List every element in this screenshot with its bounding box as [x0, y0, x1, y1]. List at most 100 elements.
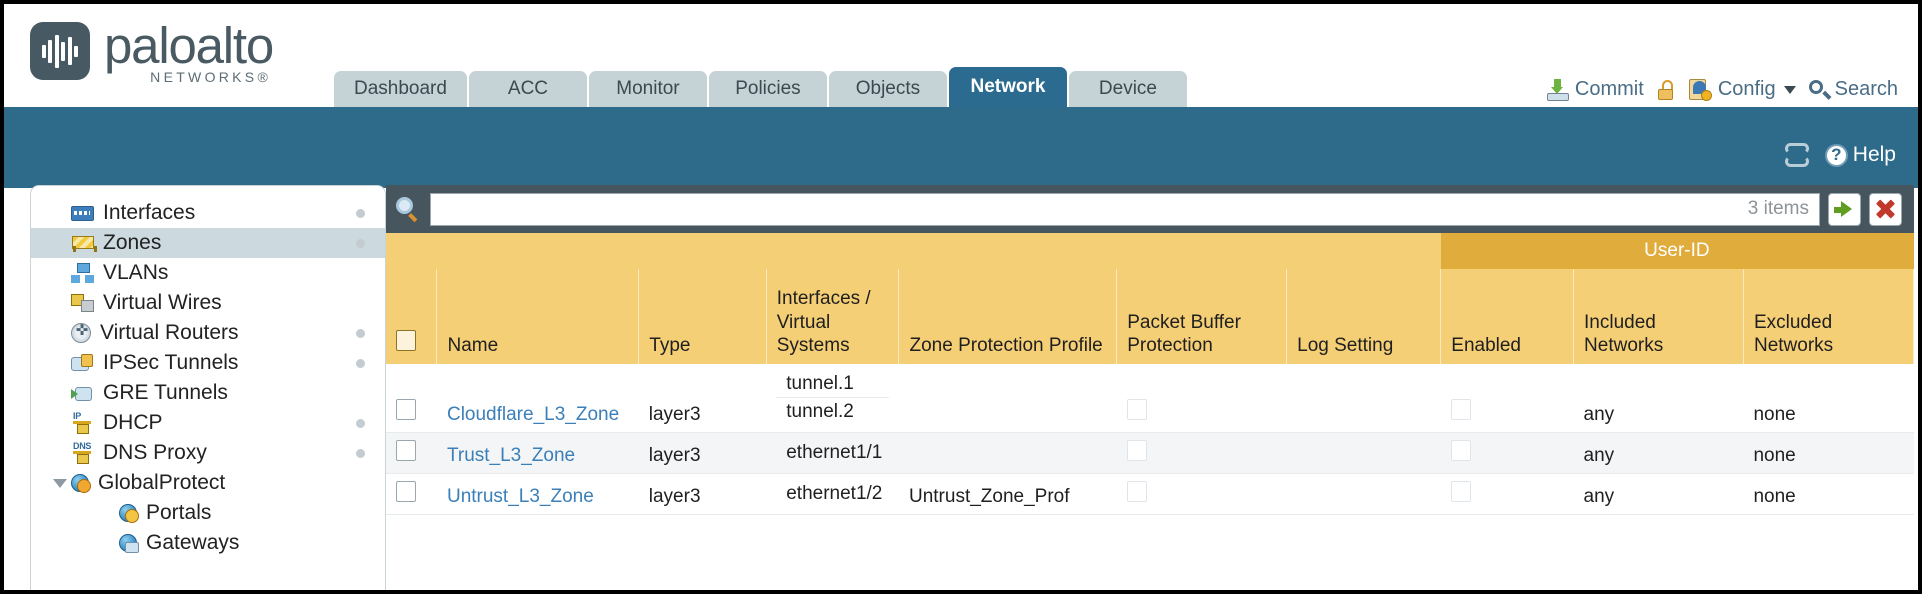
tab-policies[interactable]: Policies	[708, 71, 827, 107]
column-header-included-networks[interactable]: Included Networks	[1573, 269, 1744, 364]
column-header-zone-protection-profile[interactable]: Zone Protection Profile	[898, 269, 1118, 364]
sidebar-item-label: Virtual Routers	[100, 321, 239, 344]
userid-enabled-checkbox[interactable]	[1450, 440, 1471, 461]
packet-buffer-protection-checkbox[interactable]	[1126, 399, 1147, 420]
sidebar-item-virtual-wires[interactable]: Virtual Wires	[31, 288, 385, 318]
status-dot-icon	[356, 209, 365, 218]
packet-buffer-protection-checkbox[interactable]	[1126, 440, 1147, 461]
sidebar-item-globalprotect[interactable]: GlobalProtect	[31, 468, 385, 498]
cell-interfaces: tunnel.1 tunnel.2	[766, 364, 899, 433]
config-menu[interactable]: Config	[1688, 78, 1796, 101]
cell-zone-protection-profile	[898, 432, 1117, 474]
column-header-type[interactable]: Type	[638, 269, 767, 364]
lock-button[interactable]	[1657, 79, 1676, 100]
filter-bar: 3 items	[386, 185, 1914, 233]
top-actions: Commit Config Search	[1546, 78, 1898, 101]
status-dot-icon	[356, 239, 365, 248]
commit-button[interactable]: Commit	[1546, 78, 1644, 101]
cell-log-setting	[1286, 364, 1441, 433]
userid-enabled-checkbox[interactable]	[1450, 481, 1471, 502]
tab-dashboard[interactable]: Dashboard	[334, 71, 467, 107]
group-header-userid: User-ID	[1440, 233, 1914, 269]
clear-filter-button[interactable]	[1869, 192, 1902, 226]
gateways-icon	[119, 534, 139, 553]
column-header-enabled[interactable]: Enabled	[1440, 269, 1575, 364]
row-checkbox[interactable]	[396, 440, 416, 461]
row-checkbox[interactable]	[396, 399, 416, 420]
tab-device[interactable]: Device	[1068, 71, 1187, 107]
status-dot-icon	[356, 359, 365, 368]
column-header-name[interactable]: Name	[436, 269, 640, 364]
sidebar-item-zones[interactable]: Zones	[31, 228, 385, 258]
sidebar-item-label: Portals	[146, 501, 212, 524]
interface-entry: tunnel.2	[786, 401, 854, 422]
globalprotect-icon	[71, 474, 91, 493]
table-body: Cloudflare_L3_Zone layer3 tunnel.1 tunnel.2…	[386, 364, 1914, 515]
refresh-icon[interactable]	[1784, 143, 1811, 167]
cell-packet-buffer-protection	[1116, 432, 1287, 474]
tab-objects[interactable]: Objects	[828, 71, 947, 107]
sidebar-item-label: Virtual Wires	[103, 291, 222, 314]
row-select-cell	[386, 432, 437, 474]
brand-subtitle: NETWORKS®	[150, 69, 272, 85]
search-button[interactable]: Search	[1808, 78, 1898, 101]
config-wrench-icon	[1688, 78, 1712, 101]
select-all-checkbox[interactable]	[396, 330, 416, 352]
cell-zone-protection-profile: Untrust_Zone_Prof	[898, 473, 1117, 515]
cell-excluded-networks: none	[1743, 473, 1914, 515]
sidebar-item-vlans[interactable]: VLANs	[31, 258, 385, 288]
row-select-cell	[386, 364, 437, 433]
tab-acc[interactable]: ACC	[468, 71, 587, 107]
sidebar-item-ipsec-tunnels[interactable]: IPSec Tunnels	[31, 348, 385, 378]
status-dot-icon	[356, 329, 365, 338]
search-icon[interactable]	[394, 196, 422, 223]
sidebar-item-gre-tunnels[interactable]: GRE Tunnels	[31, 378, 385, 408]
zone-name-link[interactable]: Cloudflare_L3_Zone	[446, 404, 620, 425]
column-header-packet-buffer-protection[interactable]: Packet Buffer Protection	[1116, 269, 1288, 364]
sub-header-band: ? Help	[4, 107, 1918, 188]
zone-name-link[interactable]: Trust_L3_Zone	[446, 445, 576, 466]
dhcp-icon: IP	[71, 411, 94, 434]
apply-filter-button[interactable]	[1828, 192, 1861, 226]
interface-entry: tunnel.1	[776, 370, 889, 398]
sidebar-item-portals[interactable]: Portals	[31, 498, 385, 528]
cell-included-networks: any	[1573, 364, 1744, 433]
commit-download-icon	[1546, 78, 1569, 101]
sidebar-item-virtual-routers[interactable]: Virtual Routers	[31, 318, 385, 348]
cell-packet-buffer-protection	[1116, 473, 1287, 515]
sidebar-item-interfaces[interactable]: Interfaces	[31, 198, 385, 228]
zone-name-link[interactable]: Untrust_L3_Zone	[446, 486, 594, 507]
cell-interfaces: ethernet1/1	[766, 432, 899, 474]
cell-name: Trust_L3_Zone	[436, 432, 639, 474]
cell-type: layer3	[638, 473, 767, 515]
column-header-log-setting[interactable]: Log Setting	[1286, 269, 1442, 364]
portals-icon	[119, 504, 139, 523]
interface-entry: ethernet1/1	[786, 442, 883, 463]
help-button[interactable]: ? Help	[1824, 143, 1896, 167]
filter-input[interactable]: 3 items	[430, 192, 1820, 226]
packet-buffer-protection-checkbox[interactable]	[1126, 481, 1147, 502]
column-header-interfaces-virtual-systems[interactable]: Interfaces / Virtual Systems	[766, 269, 900, 364]
row-checkbox[interactable]	[396, 481, 416, 502]
icon-tag-label: DNS	[73, 441, 92, 451]
help-circle-icon: ?	[1824, 143, 1848, 167]
userid-enabled-checkbox[interactable]	[1450, 399, 1471, 420]
sidebar-item-gateways[interactable]: Gateways	[31, 528, 385, 558]
tab-monitor[interactable]: Monitor	[588, 71, 707, 107]
column-header-excluded-networks[interactable]: Excluded Networks	[1743, 269, 1915, 364]
table-group-header-row: User-ID	[386, 233, 1914, 269]
expander-triangle-icon[interactable]	[53, 479, 67, 488]
cell-type: layer3	[638, 432, 767, 474]
tab-network[interactable]: Network	[948, 67, 1067, 107]
